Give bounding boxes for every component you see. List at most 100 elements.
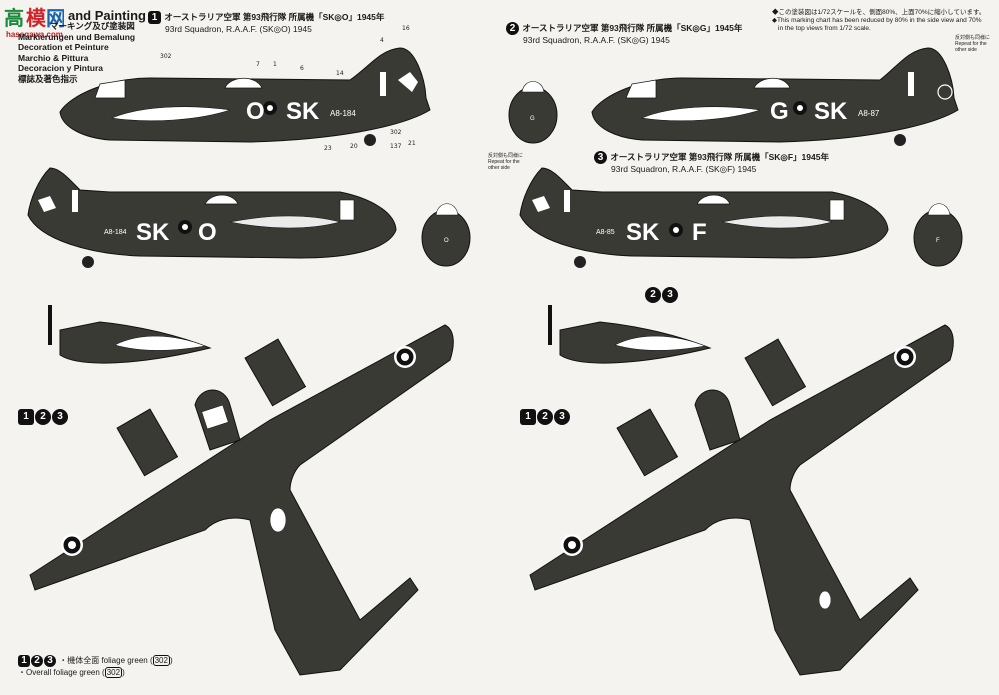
aircraft-3-jp: オーストラリア空軍 第93飛行隊 所属機「SK◎F」1945年 <box>610 152 829 162</box>
aircraft-3-en: 93rd Squadron, R.A.A.F. (SK◎F) 1945 <box>611 164 757 174</box>
callout-302: 302 <box>160 53 172 60</box>
side1-wing <box>110 106 231 122</box>
hasegawa-logo-graphic: 高 模 网 <box>2 3 66 33</box>
side3-code-left: SK <box>626 219 660 246</box>
repeat-note-right-en2: other side <box>955 47 977 53</box>
scale-note: ◆この塗装図は1/72スケールを、側面80%、上面70%に縮小しています。 ◆T… <box>772 9 985 33</box>
bottom-view <box>529 324 954 676</box>
paint-code-1: 302 <box>152 655 170 666</box>
watermark-url: hasegawa.com <box>6 30 63 39</box>
nacelle-right <box>548 305 712 364</box>
callout-16: 16 <box>402 25 410 32</box>
side1-code-right: SK <box>286 98 320 125</box>
repeat-note-left-en1: Repeat for the <box>488 159 520 165</box>
paint-badge-2: 2 <box>31 655 43 667</box>
side1b-code-left: SK <box>136 219 170 246</box>
aircraft-1-caption: 1 オーストラリア空軍 第93飛行隊 所属機「SK◎O」1945年 93rd S… <box>148 11 384 35</box>
callout-302b: 302 <box>390 129 402 136</box>
side-view-1: O SK A8-184 <box>59 47 431 146</box>
svg-text:高: 高 <box>4 6 24 30</box>
lang-de: Markierungen und Bemalung <box>18 31 136 42</box>
svg-text:网: 网 <box>46 6 64 30</box>
lang-it: Marchio & Pittura <box>18 52 89 63</box>
paint-badge-3: 3 <box>44 655 56 667</box>
combo-badge-2: 2 <box>645 287 661 303</box>
callout-6: 6 <box>300 65 304 72</box>
combo-badge-2: 2 <box>35 409 51 425</box>
aircraft-1-en: 93rd Squadron, R.A.A.F. (SK◎O) 1945 <box>165 24 312 34</box>
repeat-note-left: 反対側も同様に Repeat for the other side <box>488 153 523 171</box>
combo-badge-3: 3 <box>662 287 678 303</box>
badge-3: 3 <box>594 151 607 164</box>
svg-text:O: O <box>444 238 449 244</box>
front-view-3: F <box>913 203 963 267</box>
repeat-note-left-jp: 反対側も同様に <box>488 153 524 159</box>
callout-4: 4 <box>380 37 384 44</box>
repeat-note-left-en2: other side <box>488 165 510 171</box>
repeat-note-right-en1: Repeat for the <box>955 41 987 47</box>
language-list: マーキング及び塗装図 Markierungen und Bemalung Dec… <box>18 21 135 84</box>
badge-1: 1 <box>148 11 161 24</box>
aircraft-3-caption: 3 オーストラリア空軍 第93飛行隊 所属機「SK◎F」1945年 93rd S… <box>594 151 829 175</box>
callouts-side1: 302 7 1 4 16 6 14 302 137 21 20 23 <box>160 25 416 152</box>
side1b-serial: A8-184 <box>104 229 127 236</box>
aircraft-2-en: 93rd Squadron, R.A.A.F. (SK◎G) 1945 <box>523 35 670 45</box>
badge-2: 2 <box>506 22 519 35</box>
aircraft-2-jp: オーストラリア空軍 第93飛行隊 所属機「SK◎G」1945年 <box>522 23 743 33</box>
combo-badge-2: 2 <box>537 409 553 425</box>
aircraft-1-jp: オーストラリア空軍 第93飛行隊 所属機「SK◎O」1945年 <box>164 12 385 22</box>
callout-7: 7 <box>256 61 260 68</box>
scale-note-jp: ◆この塗装図は1/72スケールを、側面80%、上面70%に縮小しています。 <box>772 9 986 16</box>
side2-code-left: G <box>770 98 789 125</box>
side3-serial: A8-85 <box>596 229 615 236</box>
side1b-code-right: O <box>198 219 217 246</box>
side2-serial: A8-87 <box>858 109 880 118</box>
page-title: and Painting <box>68 8 146 23</box>
combo-badge-1: 1 <box>520 409 536 425</box>
callout-23: 23 <box>324 145 332 152</box>
repeat-note-right: 反対側も同様に Repeat for the other side <box>955 35 990 53</box>
paint-note-en: ・Overall foliage green <box>18 668 100 677</box>
lang-jp: マーキング及び塗装図 <box>50 21 135 31</box>
callout-14: 14 <box>336 70 344 77</box>
combo-badge-3: 3 <box>52 409 68 425</box>
lang-fr: Decoration et Peinture <box>18 42 109 52</box>
front-view-2: G <box>508 81 558 144</box>
combo-badge-1: 1 <box>18 409 34 425</box>
hasegawa-logo: 高 模 网 <box>2 3 66 33</box>
side1-code-left: O <box>246 98 265 125</box>
lang-cn: 標誌及著色指示 <box>18 73 78 84</box>
callout-20: 20 <box>350 143 358 150</box>
paint-note-jp: ・機体全面 foliage green <box>59 656 148 665</box>
side3-code-right: F <box>692 219 707 246</box>
nacelle-left <box>48 305 212 364</box>
svg-text:模: 模 <box>26 6 47 30</box>
paint-code-2: 302 <box>104 667 123 678</box>
side-view-3: SK F A8-85 <box>519 167 889 268</box>
side1-serial: A8-184 <box>330 109 356 118</box>
scale-note-en1: ◆This marking chart has been reduced by … <box>772 17 982 24</box>
lang-es: Decoracion y Pintura <box>18 63 104 73</box>
scale-note-en2: in the top views from 1/72 scale. <box>778 25 871 32</box>
side1b-unit-emblem <box>38 196 56 212</box>
front-view-1: O <box>421 203 471 267</box>
combo-badge-3: 3 <box>554 409 570 425</box>
callout-137: 137 <box>390 143 402 150</box>
top-view <box>29 324 454 676</box>
callout-21: 21 <box>408 140 416 147</box>
side-view-2: G SK A8-87 <box>591 47 959 146</box>
side-view-1b: SK O A8-184 <box>27 167 397 268</box>
callout-1: 1 <box>273 61 277 68</box>
side2-code-right: SK <box>814 98 848 125</box>
repeat-note-right-jp: 反対側も同様に <box>955 35 991 41</box>
paint-badge-1: 1 <box>18 655 30 667</box>
svg-text:G: G <box>530 116 535 122</box>
side1-unit-emblem <box>398 72 418 92</box>
side1-cockpit <box>94 79 126 99</box>
svg-text:F: F <box>936 238 940 244</box>
